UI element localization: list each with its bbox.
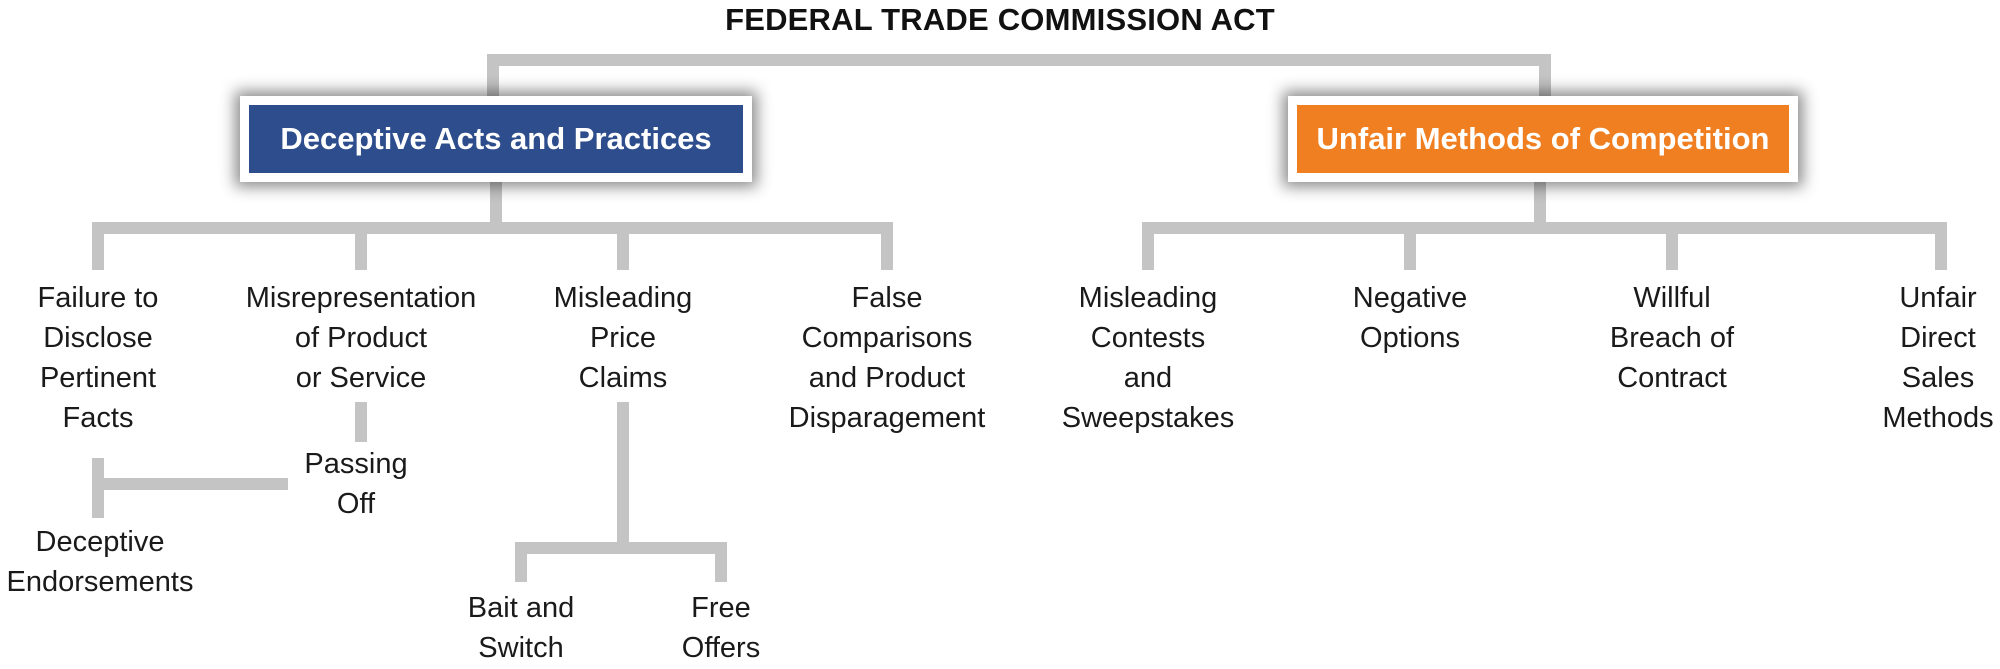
unfair-stem: [1534, 182, 1546, 228]
price-children-bar: [515, 542, 727, 554]
leaf-deceptive-endorsements: Deceptive Endorsements: [6, 526, 194, 598]
price-stem: [617, 402, 629, 546]
top-bracket-right-drop: [1539, 54, 1551, 98]
leaf-false-comparisons: False Comparisons and Product Disparagem…: [788, 282, 986, 434]
leaf-negative-options: Negative Options: [1352, 282, 1468, 354]
deceptive-stem: [490, 182, 502, 228]
leaf-bait-and-switch: Bait and Switch: [467, 592, 575, 664]
leaf-unfair-direct-sales: Unfair Direct Sales Methods: [1882, 282, 1994, 434]
unfair-drop-1: [1142, 222, 1154, 270]
leaf-misrepresentation: Misrepresentation of Product or Service: [245, 282, 477, 394]
price-drop-1: [515, 542, 527, 582]
unfair-children-bar: [1142, 222, 1947, 234]
top-bracket-bar: [487, 54, 1551, 66]
leaf-passing-off: Passing Off: [304, 448, 408, 520]
top-bracket-left-drop: [487, 54, 499, 98]
unfair-methods-box: Unfair Methods of Competition: [1288, 96, 1798, 182]
deceptive-acts-box: Deceptive Acts and Practices: [240, 96, 752, 182]
unfair-drop-4: [1935, 222, 1947, 270]
leaf-free-offers: Free Offers: [681, 592, 761, 664]
deceptive-drop-4: [881, 222, 893, 270]
deceptive-drop-2: [355, 222, 367, 270]
misrep-stem: [355, 402, 367, 442]
deceptive-drop-1: [92, 222, 104, 270]
leaf-misleading-contests: Misleading Contests and Sweepstakes: [1061, 282, 1235, 434]
leaf-willful-breach: Willful Breach of Contract: [1609, 282, 1735, 394]
leaf-misleading-price-claims: Misleading Price Claims: [553, 282, 693, 394]
price-drop-2: [715, 542, 727, 582]
unfair-drop-2: [1404, 222, 1416, 270]
endorsements-bar: [92, 478, 288, 490]
deceptive-drop-3: [617, 222, 629, 270]
leaf-failure-to-disclose: Failure to Disclose Pertinent Facts: [37, 282, 159, 434]
deceptive-children-bar: [92, 222, 893, 234]
diagram-title: FEDERAL TRADE COMMISSION ACT: [725, 2, 1275, 37]
unfair-drop-3: [1666, 222, 1678, 270]
